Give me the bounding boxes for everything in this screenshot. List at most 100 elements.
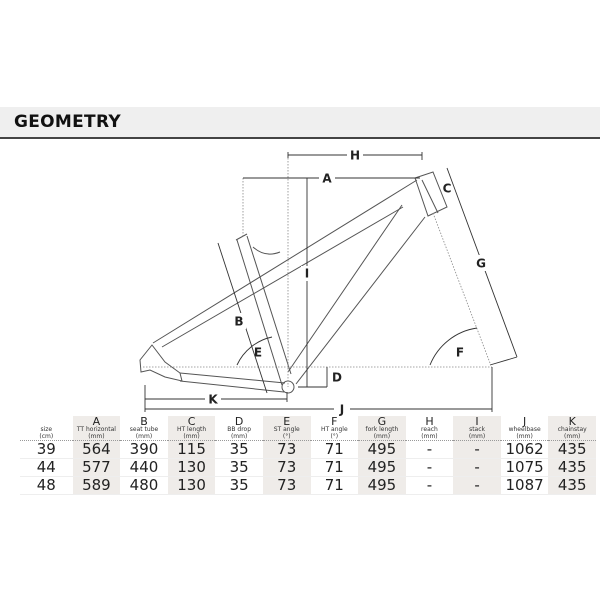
column-desc: BB drop: [227, 426, 252, 433]
table-cell: 495: [358, 476, 406, 495]
column-desc: seat tube: [129, 426, 159, 433]
column-unit: (cm): [39, 432, 54, 440]
dimension-labels: H A C G I B E F D K J: [205, 148, 488, 417]
label-e: E: [254, 346, 262, 360]
table-cell: 71: [310, 458, 359, 477]
table-cell: 35: [215, 476, 263, 495]
column-letter: F: [331, 415, 338, 428]
column-desc: reach: [421, 426, 438, 433]
head-tube: [414, 171, 448, 217]
label-j: J: [339, 403, 344, 417]
section-header: GEOMETRY: [0, 107, 600, 139]
column-unit: (mm): [183, 432, 200, 440]
column-unit: (mm): [135, 432, 153, 440]
column-letter: K: [568, 415, 576, 428]
label-f: F: [456, 346, 464, 360]
column-unit: (mm): [230, 432, 248, 440]
column-desc: wheelbase: [508, 426, 541, 433]
column-unit: (mm): [373, 432, 391, 440]
column-letter: J: [522, 415, 527, 428]
label-k: K: [208, 393, 218, 407]
column-desc: fork length: [365, 426, 399, 433]
down-tube: [287, 204, 426, 385]
section-title: GEOMETRY: [14, 112, 122, 132]
table-cell: 589: [72, 476, 121, 495]
table-cell: 73: [262, 476, 311, 495]
table-cell: 440: [120, 458, 168, 477]
column-letter: I: [475, 415, 479, 428]
table-cell: -: [405, 476, 454, 495]
seat-stay-bridge: [252, 246, 281, 255]
column-unit: (°): [282, 432, 291, 440]
column-letter: C: [187, 415, 196, 428]
column-desc: HT length: [176, 426, 207, 433]
table-cell: 480: [120, 476, 168, 495]
label-d: D: [332, 371, 342, 385]
bike-frame: [139, 171, 448, 394]
guide-lines: [143, 155, 492, 387]
label-c: C: [443, 182, 452, 196]
table-cell: -: [405, 458, 454, 477]
column-unit: (°): [330, 432, 339, 440]
table-cell: 495: [358, 458, 406, 477]
dimension-lines: [144, 152, 518, 412]
table-cell: 35: [215, 458, 263, 477]
chainstay: [179, 372, 286, 393]
table-cell: -: [453, 458, 501, 477]
table-cell: -: [453, 476, 501, 495]
column-unit: (mm): [88, 432, 105, 440]
label-b: B: [234, 315, 243, 329]
label-h: H: [350, 149, 360, 163]
table-cell: 435: [548, 440, 596, 459]
column-desc: ST angle: [273, 426, 300, 433]
column-desc: stack: [469, 426, 485, 433]
column-desc: chainstay: [557, 426, 587, 433]
label-g: G: [476, 257, 486, 271]
table-cell: 35: [215, 440, 263, 459]
table-cell: 130: [167, 458, 216, 477]
label-a: A: [322, 172, 332, 186]
column-header: size(cm): [20, 416, 73, 441]
table-cell: 130: [167, 476, 216, 495]
seat-tube: [235, 233, 292, 386]
column-unit: (mm): [468, 432, 486, 440]
table-cell: 390: [120, 440, 168, 459]
table-cell: 1075: [500, 458, 549, 477]
table-cell: 48: [20, 476, 73, 495]
column-desc: TT horizontal: [76, 426, 116, 433]
column-desc: HT angle: [320, 426, 348, 433]
table-cell: 577: [72, 458, 121, 477]
table-cell: 73: [262, 440, 311, 459]
label-i: I: [305, 267, 309, 281]
column-letter: A: [92, 415, 101, 428]
column-unit: (mm): [564, 432, 581, 440]
table-cell: 39: [20, 440, 73, 459]
column-letter: H: [425, 415, 434, 428]
column-unit: (mm): [421, 432, 438, 440]
top-tube: [152, 179, 418, 348]
table-cell: 115: [167, 440, 216, 459]
table-cell: 435: [548, 458, 596, 477]
table-cell: 495: [358, 440, 406, 459]
column-letter: D: [234, 415, 244, 428]
table-cell: 71: [310, 440, 359, 459]
table-cell: 564: [72, 440, 121, 459]
column-letter: G: [377, 415, 387, 428]
